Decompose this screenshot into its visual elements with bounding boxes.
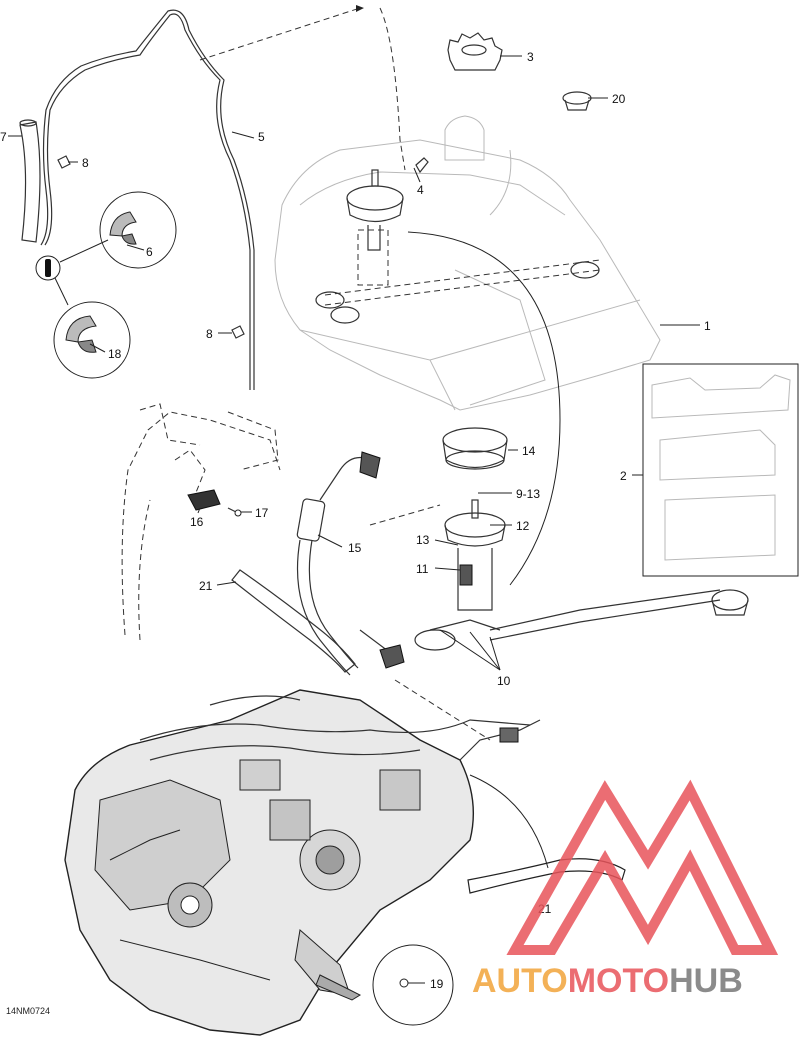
fuel-tank bbox=[274, 115, 661, 411]
detail-circle-19 bbox=[372, 944, 454, 1026]
callout-8a: 8 bbox=[82, 156, 89, 170]
assembly-dashes bbox=[369, 504, 491, 741]
callout-18: 18 bbox=[108, 347, 122, 361]
clip-8-top bbox=[57, 155, 71, 169]
vent-hose bbox=[40, 5, 406, 391]
frame-bracket bbox=[121, 403, 281, 641]
diagram-code: 14NM0724 bbox=[6, 1006, 50, 1016]
callout-21a: 21 bbox=[199, 579, 213, 593]
callout-14: 14 bbox=[522, 444, 536, 458]
fuel-cap bbox=[447, 32, 503, 71]
leader-arc bbox=[407, 231, 561, 586]
clip-8-bottom bbox=[231, 325, 245, 339]
plug-20 bbox=[562, 91, 592, 111]
watermark-auto: AUTO bbox=[472, 962, 568, 1000]
callout-1: 1 bbox=[704, 319, 711, 333]
callouts: 1 2 3 4 5 6 7 8 8 9-13 10 11 12 13 14 15… bbox=[0, 50, 711, 1016]
detail-circle-6 bbox=[99, 191, 177, 269]
callout-7: 7 bbox=[0, 130, 7, 144]
callout-3: 3 bbox=[527, 50, 534, 64]
callout-8b: 8 bbox=[206, 327, 213, 341]
callout-20: 20 bbox=[612, 92, 626, 106]
callout-15: 15 bbox=[348, 541, 362, 555]
fuel-line-15 bbox=[296, 451, 405, 676]
callout-6: 6 bbox=[146, 245, 153, 259]
callout-5: 5 bbox=[258, 130, 265, 144]
bracket-16 bbox=[187, 489, 221, 511]
callout-17: 17 bbox=[255, 506, 269, 520]
svg-text:AUTOMOTOHUB: AUTOMOTOHUB bbox=[472, 962, 743, 1000]
watermark-moto: MOTO bbox=[568, 962, 669, 1000]
fuel-pump-in-tank bbox=[315, 169, 601, 324]
watermark-hub: HUB bbox=[669, 962, 743, 1000]
fuel-pump-assembly bbox=[414, 499, 749, 651]
leader-lines bbox=[8, 55, 700, 984]
callout-4: 4 bbox=[417, 183, 424, 197]
callout-16: 16 bbox=[190, 515, 204, 529]
lock-ring-14 bbox=[442, 427, 508, 470]
watermark-logo-mark bbox=[506, 779, 779, 955]
box-2 bbox=[642, 363, 799, 577]
callout-13: 13 bbox=[416, 533, 430, 547]
detail-connector bbox=[35, 239, 109, 306]
engine bbox=[64, 689, 541, 1036]
hose-7 bbox=[19, 119, 41, 243]
screw-17 bbox=[227, 507, 242, 517]
detail-circle-18 bbox=[53, 301, 131, 379]
vent-fitting bbox=[415, 157, 429, 174]
callout-11: 11 bbox=[416, 562, 429, 576]
automotohub-watermark: AUTOMOTOHUB bbox=[472, 779, 779, 1000]
hose-21-upper bbox=[231, 569, 356, 673]
callout-9-13: 9-13 bbox=[516, 487, 540, 501]
callout-2: 2 bbox=[620, 469, 627, 483]
callout-10: 10 bbox=[497, 674, 511, 688]
callout-19: 19 bbox=[430, 977, 444, 991]
leader-hose-21-lower bbox=[469, 774, 549, 869]
callout-12: 12 bbox=[516, 519, 530, 533]
